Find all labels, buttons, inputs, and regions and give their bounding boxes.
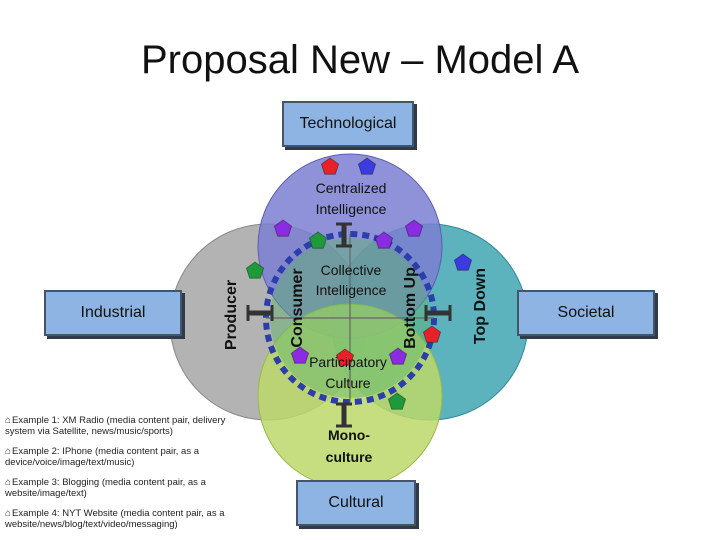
example-text: Example 3: Blogging (media content pair,… <box>5 477 206 499</box>
examples-list: ⌂Example 1: XM Radio (media content pair… <box>5 415 257 539</box>
producer-label: Producer <box>223 280 240 350</box>
monoculture-label-line1: Mono- <box>328 427 370 443</box>
red-pentagon-icon <box>335 348 355 366</box>
connector-bottom <box>336 402 352 428</box>
technological-box: Technological <box>282 101 414 147</box>
example-item: ⌂Example 1: XM Radio (media content pair… <box>5 415 257 437</box>
bottom-up-label: Bottom Up <box>402 267 419 349</box>
example-text: Example 4: NYT Website (media content pa… <box>5 508 225 530</box>
centralized-label-line2: Intelligence <box>316 201 387 217</box>
red-pentagon-icon <box>422 325 442 343</box>
top-down-label: Top Down <box>472 268 489 344</box>
pentagon-markers <box>245 157 473 410</box>
monoculture-label-line2: culture <box>326 449 373 465</box>
connector-right <box>424 305 452 321</box>
example-item: ⌂Example 4: NYT Website (media content p… <box>5 508 257 530</box>
red-pentagon-icon <box>320 157 340 175</box>
example-item: ⌂Example 2: IPhone (media content pair, … <box>5 446 257 468</box>
blue-pentagon-icon <box>357 157 377 175</box>
industrial-box: Industrial <box>44 290 182 336</box>
connector-left <box>246 305 274 321</box>
example-text: Example 1: XM Radio (media content pair,… <box>5 415 226 437</box>
purple-pentagon-icon <box>404 219 424 237</box>
centralized-label-line1: Centralized <box>316 180 387 196</box>
blue-pentagon-icon <box>453 253 473 271</box>
collective-label-line2: Intelligence <box>316 282 387 298</box>
participatory-label-line1: Participatory <box>309 354 387 370</box>
connector-top <box>336 222 352 248</box>
cultural-box: Cultural <box>296 480 416 526</box>
bullet-icon: ⌂ <box>5 508 12 519</box>
bullet-icon: ⌂ <box>5 477 12 488</box>
participatory-label-line2: Culture <box>325 375 370 391</box>
green-pentagon-icon <box>387 392 407 410</box>
consumer-label: Consumer <box>289 268 306 347</box>
slide-title: Proposal New – Model A <box>140 38 579 82</box>
bullet-icon: ⌂ <box>5 446 12 457</box>
green-pentagon-icon <box>245 261 265 279</box>
purple-pentagon-icon <box>388 347 408 365</box>
purple-pentagon-icon <box>273 219 293 237</box>
societal-box: Societal <box>517 290 655 336</box>
purple-pentagon-icon <box>374 231 394 249</box>
example-item: ⌂Example 3: Blogging (media content pair… <box>5 477 257 499</box>
collective-label-line1: Collective <box>321 262 382 278</box>
green-pentagon-icon <box>308 231 328 249</box>
purple-pentagon-icon <box>290 346 310 364</box>
example-text: Example 2: IPhone (media content pair, a… <box>5 446 199 468</box>
bullet-icon: ⌂ <box>5 415 12 426</box>
